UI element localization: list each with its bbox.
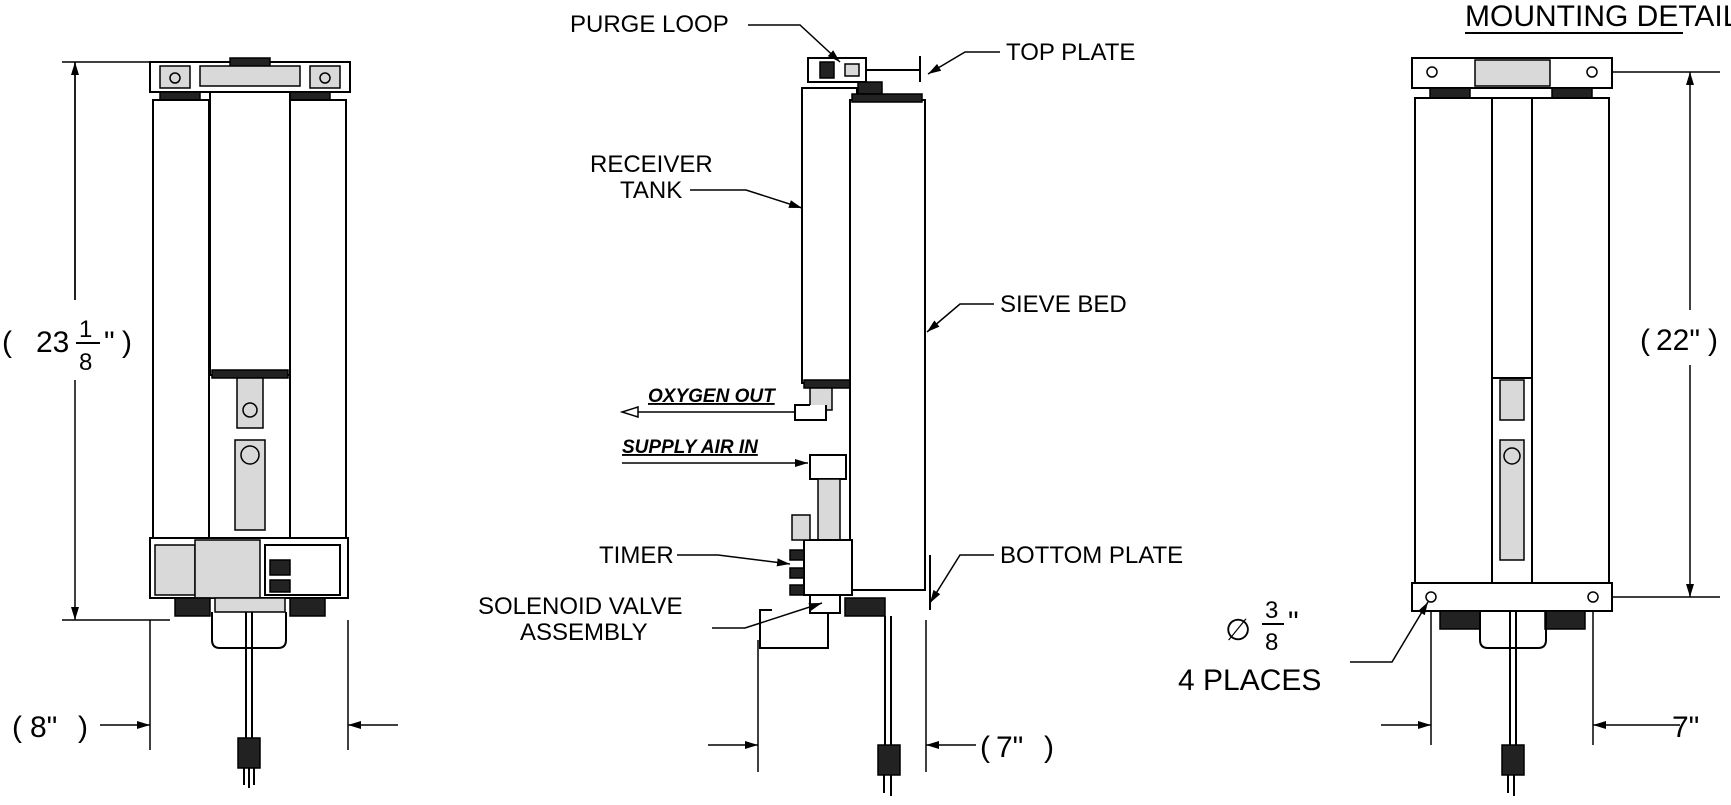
hole-callout: ∅ 3 8 " 4 PLACES: [1178, 597, 1429, 697]
svg-text:): ): [1044, 731, 1054, 764]
mounting-width-dimension: 7": [1381, 610, 1699, 745]
solenoid-label-1: SOLENOID VALVE: [478, 593, 683, 620]
front-height-whole: 23: [36, 326, 69, 359]
diameter-symbol: ∅: [1225, 614, 1251, 647]
hole-unit: ": [1288, 606, 1299, 639]
svg-text:): ): [78, 711, 88, 744]
supply-air-in-label: SUPPLY AIR IN: [622, 437, 759, 458]
solenoid-label-2: ASSEMBLY: [520, 619, 648, 646]
mounting-view: MOUNTING DETAIL: [1411, 0, 1731, 796]
hole-num: 3: [1265, 597, 1278, 624]
mounting-detail-title: MOUNTING DETAIL: [1465, 0, 1731, 33]
hole-count: 4 PLACES: [1178, 664, 1321, 697]
svg-text:(: (: [1640, 324, 1650, 357]
front-width-dimension: ( 8" ): [12, 620, 398, 750]
timer-label: TIMER: [599, 542, 674, 569]
front-view: [149, 57, 351, 788]
hole-den: 8: [1265, 629, 1278, 656]
side-width-label: 7": [996, 731, 1023, 764]
svg-text:(: (: [2, 326, 12, 359]
side-view: [759, 56, 931, 796]
side-width-dimension: ( 7" ): [708, 620, 1054, 772]
top-plate-label: TOP PLATE: [1006, 39, 1135, 66]
receiver-tank-label-1: RECEIVER: [590, 151, 713, 178]
front-height-dimension: ( 23 1 8 " ): [2, 61, 170, 621]
svg-text:(: (: [12, 711, 22, 744]
svg-text:(: (: [980, 731, 990, 764]
front-width-label: 8": [30, 711, 57, 744]
front-height-unit: ": [104, 326, 115, 359]
mounting-width-label: 7": [1672, 711, 1699, 744]
bottom-plate-label: BOTTOM PLATE: [1000, 542, 1183, 569]
svg-text:): ): [1708, 324, 1718, 357]
svg-text:): ): [122, 326, 132, 359]
mounting-height-label: 22": [1656, 324, 1700, 357]
side-view-labels: PURGE LOOP TOP PLATE RECEIVER TANK SIEVE…: [478, 11, 1183, 646]
receiver-tank-label-2: TANK: [620, 177, 682, 204]
purge-loop-label: PURGE LOOP: [570, 11, 729, 38]
front-height-den: 8: [79, 349, 92, 376]
mounting-height-dimension: ( 22" ): [1612, 71, 1720, 598]
front-height-num: 1: [79, 316, 92, 343]
sieve-bed-label: SIEVE BED: [1000, 291, 1127, 318]
oxygen-out-label: OXYGEN OUT: [648, 386, 776, 407]
